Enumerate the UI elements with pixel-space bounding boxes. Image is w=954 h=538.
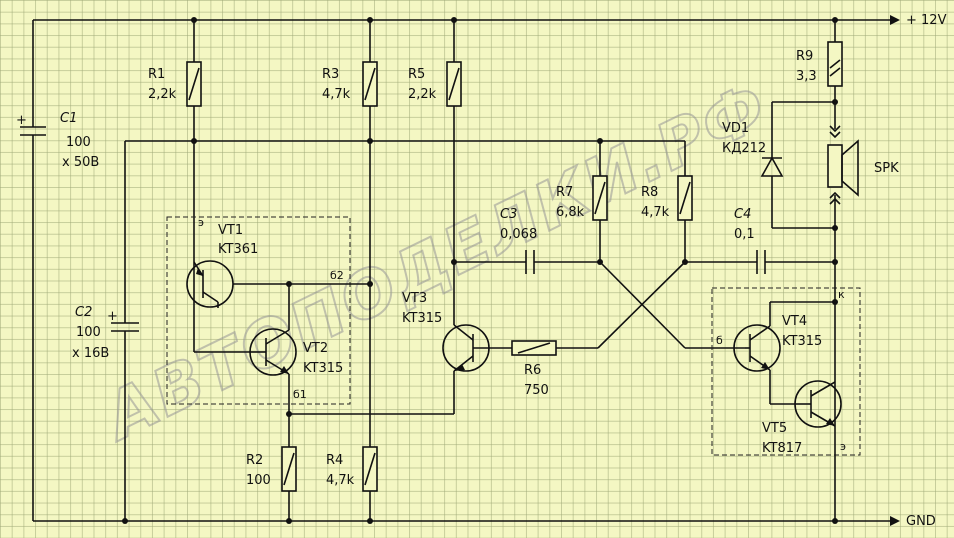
resistor-r6 xyxy=(511,340,598,356)
resistor-r2 xyxy=(281,411,454,524)
r1-value: 2,2k xyxy=(148,87,177,102)
r8-name: R8 xyxy=(641,185,658,200)
transistor-vt3 xyxy=(442,324,512,414)
gnd-label: GND xyxy=(906,514,936,529)
r4-name: R4 xyxy=(326,453,343,468)
vt1-value: KT361 xyxy=(218,242,258,257)
resistor-r9 xyxy=(827,41,843,105)
vt4-base-pin: б xyxy=(716,334,723,347)
svg-text:+: + xyxy=(107,309,118,324)
vt3-value: KT315 xyxy=(402,311,442,326)
r4-value: 4,7k xyxy=(326,473,355,488)
r7-value: 6,8k xyxy=(556,205,585,220)
resistor-r4 xyxy=(362,446,378,524)
vcc-label: + 12V xyxy=(906,13,947,28)
vt2-name: VT2 xyxy=(303,341,328,356)
c4-value: 0,1 xyxy=(734,227,755,242)
vt5-value: KT817 xyxy=(762,441,802,456)
c1-value: 100 xyxy=(66,135,91,150)
c3-value: 0,068 xyxy=(500,227,537,242)
c4-name: C4 xyxy=(734,207,751,222)
transistor-vt2 xyxy=(193,262,373,447)
c2-name: C2 xyxy=(75,305,92,320)
r2-name: R2 xyxy=(246,453,263,468)
speaker-spk xyxy=(827,125,859,205)
vt4-name: VT4 xyxy=(782,314,807,329)
transistor-vt1 xyxy=(186,260,370,308)
vt5-emitter-pin: э xyxy=(840,440,846,453)
vt4-value: KT315 xyxy=(782,334,822,349)
resistor-r5 xyxy=(446,17,462,325)
vd1-name: VD1 xyxy=(722,121,749,136)
capacitor-c1: + xyxy=(16,20,46,521)
vt4-vt5-module xyxy=(711,287,861,456)
transistor-vt4 xyxy=(733,299,838,405)
vt2-b2-pin: б2 xyxy=(330,269,344,282)
svg-text:+: + xyxy=(16,113,27,128)
resistor-r3 xyxy=(362,17,378,447)
r8-value: 4,7k xyxy=(641,205,670,220)
capacitor-c3 xyxy=(454,250,603,274)
r6-value: 750 xyxy=(524,383,549,398)
vt1-name: VT1 xyxy=(218,223,243,238)
resistor-r8 xyxy=(677,141,693,265)
vt2-b1-pin: б1 xyxy=(293,388,307,401)
capacitor-c2: + xyxy=(107,141,139,524)
r9-name: R9 xyxy=(796,49,813,64)
r7-name: R7 xyxy=(556,185,573,200)
vt4-collector-pin: к xyxy=(838,288,845,301)
gnd-rail xyxy=(33,516,900,526)
capacitor-c4 xyxy=(685,250,838,274)
c1-rating: x 50В xyxy=(62,155,99,170)
r1-name: R1 xyxy=(148,67,165,82)
vd1-value: КД212 xyxy=(722,141,766,156)
r3-value: 4,7k xyxy=(322,87,351,102)
resistor-r7 xyxy=(592,138,608,262)
spk-name: SPK xyxy=(874,161,899,176)
c1-name: C1 xyxy=(60,111,77,126)
r9-value: 3,3 xyxy=(796,69,817,84)
vt2-value: KT315 xyxy=(303,361,343,376)
r2-value: 100 xyxy=(246,473,271,488)
cross-coupling-wires xyxy=(597,261,745,349)
r5-name: R5 xyxy=(408,67,425,82)
r3-name: R3 xyxy=(322,67,339,82)
resistor-r1 xyxy=(186,17,202,262)
r5-value: 2,2k xyxy=(408,87,437,102)
c2-rating: x 16В xyxy=(72,346,109,361)
vt1-emitter-pin: э xyxy=(198,216,204,229)
c3-name: C3 xyxy=(500,207,517,222)
output-column xyxy=(832,17,838,524)
vt3-name: VT3 xyxy=(402,291,427,306)
diode-vd1 xyxy=(760,101,835,229)
c2-value: 100 xyxy=(76,325,101,340)
r6-name: R6 xyxy=(524,363,541,378)
transistor-vt5 xyxy=(794,380,842,428)
vt5-name: VT5 xyxy=(762,421,787,436)
vcc-rail xyxy=(33,15,900,25)
vt1-vt2-module xyxy=(166,216,351,405)
